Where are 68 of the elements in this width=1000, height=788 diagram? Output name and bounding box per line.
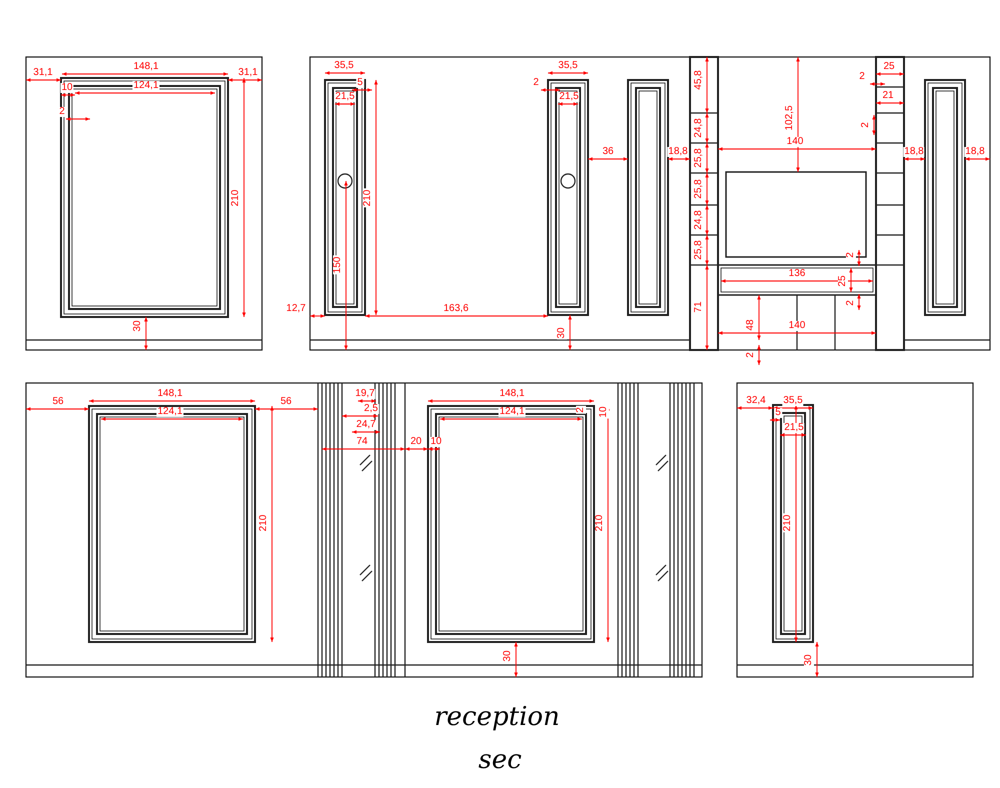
- dimension-value: 10: [60, 83, 74, 93]
- dimension-value: 19,7: [354, 389, 376, 399]
- dimension-value: 35,5: [557, 61, 579, 71]
- dimension-value: 30: [133, 319, 143, 333]
- dimension-value: 20: [409, 437, 423, 447]
- dimension-value: 150: [333, 256, 343, 274]
- dimension-value: 71: [694, 300, 704, 314]
- dimension-value: 2: [861, 121, 871, 129]
- dimension-value: 5: [774, 408, 782, 418]
- dimension-value: 148,1: [498, 389, 526, 399]
- dimension-value: 18,8: [964, 147, 986, 157]
- dimension-value: 30: [503, 649, 513, 663]
- dimension-value: 2: [532, 78, 540, 88]
- dimension-value: 25: [882, 62, 896, 72]
- dimension-value: 18,8: [903, 147, 925, 157]
- dimension-value: 148,1: [156, 389, 184, 399]
- dimension-value: 148,1: [132, 62, 160, 72]
- dimension-value: 210: [231, 188, 241, 208]
- dimension-value: 2: [576, 406, 586, 414]
- dimension-value: 136: [788, 269, 806, 279]
- dimension-value: 35,5: [782, 396, 804, 406]
- caption-text: reception: [434, 702, 560, 732]
- dimension-value: 124,1: [498, 407, 526, 417]
- dimension-value: 163,6: [442, 304, 470, 314]
- caption-text: sec: [478, 745, 522, 775]
- dimension-value: 2,5: [363, 404, 379, 414]
- dimension-value: 24,8: [694, 209, 704, 231]
- dimension-value: 56: [279, 397, 293, 407]
- dimension-value: 25,8: [694, 239, 704, 261]
- dimension-value: 102,5: [785, 104, 795, 132]
- dimension-value: 12,7: [285, 304, 307, 314]
- dimension-value: 2: [846, 299, 856, 307]
- dimension-value: 140: [788, 321, 806, 331]
- dimension-value: 48: [746, 318, 756, 332]
- dimension-value: 74: [355, 437, 369, 447]
- dimension-value: 25: [838, 274, 848, 288]
- dimension-value: 21,5: [334, 92, 356, 102]
- dimension-value: 30: [804, 653, 814, 667]
- dimension-value: 10: [429, 437, 443, 447]
- dimension-value: 32,4: [745, 396, 767, 406]
- dimension-value: 56: [51, 397, 65, 407]
- dimension-value: 18,8: [667, 147, 689, 157]
- dimension-value: 10: [599, 405, 609, 419]
- dimension-value: 21,5: [558, 92, 580, 102]
- dimension-value: 2: [858, 72, 866, 82]
- dimension-value: 5: [356, 78, 364, 88]
- dimension-value: 210: [259, 514, 269, 532]
- dimension-value: 45,8: [694, 69, 704, 91]
- dimension-value: 31,1: [32, 68, 54, 78]
- dimension-value: 2: [746, 351, 756, 359]
- dimension-value: 24,8: [694, 117, 704, 139]
- dimension-value: 124,1: [156, 407, 184, 417]
- dimension-value: 36: [601, 147, 615, 157]
- dimension-value: 210: [595, 514, 605, 532]
- dimension-value: 21: [881, 91, 895, 101]
- dimension-value: 25,8: [694, 178, 704, 200]
- dimension-value: 140: [786, 137, 804, 147]
- dimension-value: 21,5: [783, 423, 805, 433]
- dimension-value: 30: [557, 326, 567, 340]
- dimension-value: 31,1: [237, 68, 259, 78]
- dimension-value: 210: [363, 188, 373, 208]
- dimension-value: 24,7: [355, 420, 377, 430]
- dimension-value: 2: [846, 251, 856, 259]
- dimension-value: 25,8: [694, 147, 704, 169]
- dimension-value: 210: [783, 514, 793, 532]
- dimension-value: 35,5: [333, 61, 355, 71]
- dimension-value: 2: [58, 107, 66, 117]
- dimension-value: 124,1: [132, 81, 160, 91]
